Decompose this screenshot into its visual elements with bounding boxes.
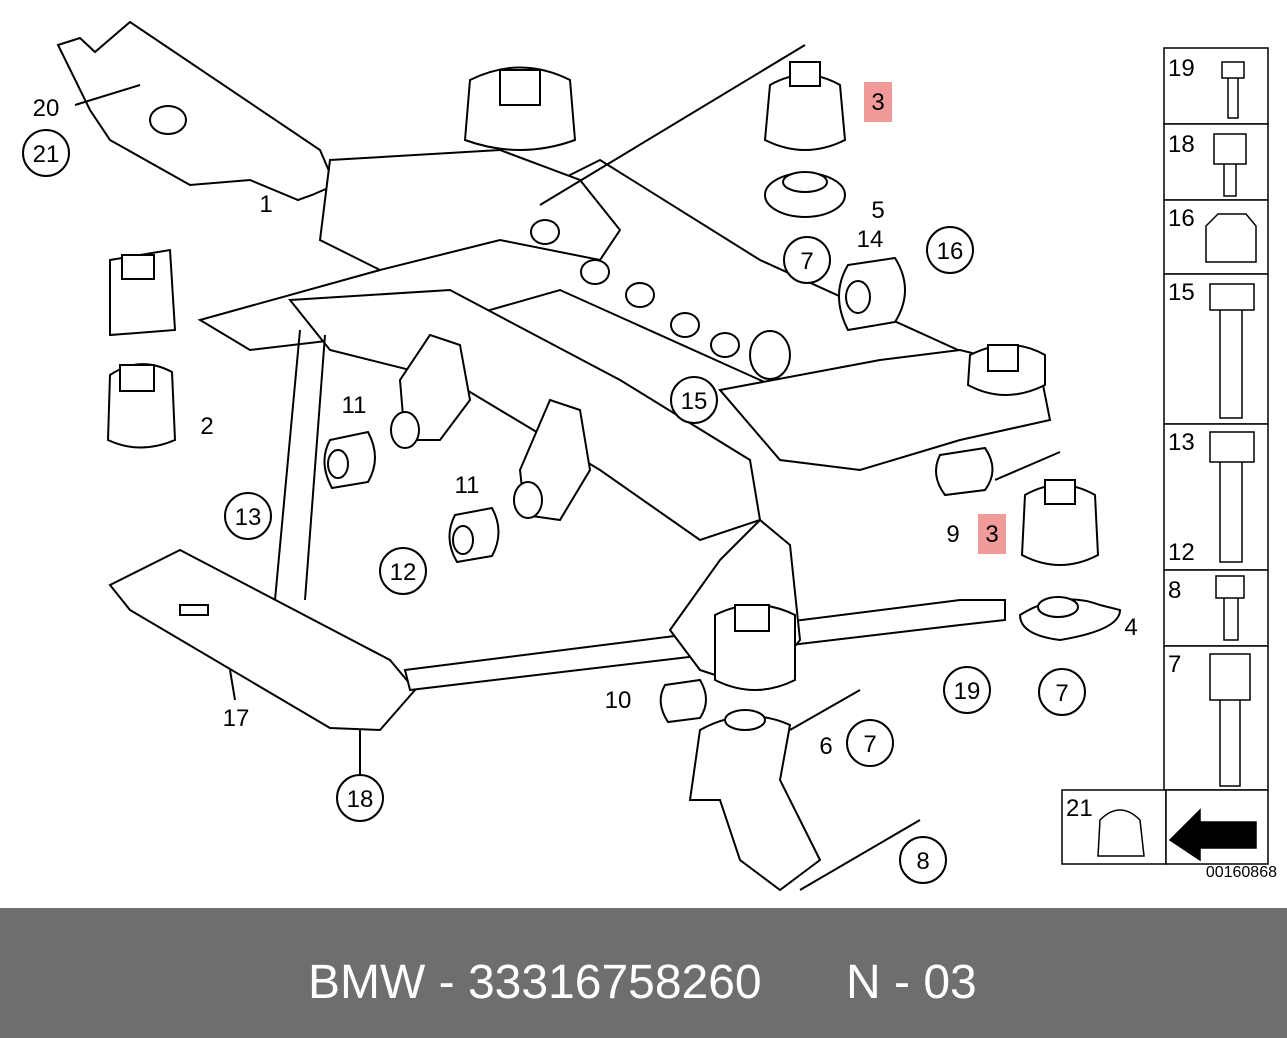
nut-16-icon	[1205, 213, 1257, 263]
callout-3-bottom: 3	[985, 521, 998, 548]
bushing-part-14	[838, 256, 906, 332]
callout-20: 20	[33, 95, 60, 122]
bushing-part-15	[749, 330, 791, 380]
callout-5: 5	[871, 197, 884, 224]
part-suffix-label: N - 03	[846, 956, 977, 1009]
callout-10: 10	[605, 687, 632, 714]
legend-7: 7	[1168, 651, 1181, 678]
legend-8: 8	[1168, 577, 1181, 604]
callout-11-right: 11	[455, 472, 480, 499]
callout-8: 8	[916, 848, 929, 875]
callout-1: 1	[259, 191, 272, 218]
callout-4: 4	[1124, 614, 1137, 641]
exploded-parts-diagram: 20 21 1 2 3 5 7 14 16 15 11 11 13 12 9 3…	[22, 20, 1269, 892]
bolt-18-icon	[1213, 133, 1247, 197]
bushing-part-13	[323, 430, 376, 490]
top-bushing-mount	[463, 66, 577, 151]
footer-bar: BMW - 33316758260 N - 03	[0, 908, 1287, 1038]
callout-3-top: 3	[871, 89, 884, 116]
arrow-icon	[1168, 808, 1257, 862]
callout-16: 16	[937, 238, 964, 265]
highlight-part-3-top	[864, 82, 892, 122]
mount-bracket	[688, 715, 822, 892]
callout-14: 14	[857, 226, 884, 253]
legend-21: 21	[1066, 795, 1093, 822]
cap-21-icon	[1097, 809, 1145, 857]
highlight-part-3-bottom	[978, 514, 1006, 554]
callout-7-top: 7	[800, 248, 813, 275]
callout-21: 21	[33, 141, 60, 168]
legend-16: 16	[1168, 205, 1195, 232]
bolt-13-icon	[1209, 431, 1255, 563]
callout-6: 6	[819, 733, 832, 760]
callout-18: 18	[347, 786, 374, 813]
drawing-number: 00160868	[1205, 864, 1277, 881]
bushing-part-9	[935, 446, 994, 497]
bushing-part-12	[448, 506, 500, 564]
bolt-19-icon	[1221, 61, 1245, 119]
bolt-8-icon	[1215, 575, 1245, 641]
legend-18: 18	[1168, 131, 1195, 158]
bolt-15-icon	[1209, 283, 1255, 419]
legend-15: 15	[1168, 279, 1195, 306]
legend-13: 13	[1168, 429, 1195, 456]
legend-19: 19	[1168, 55, 1195, 82]
callout-12: 12	[390, 559, 417, 586]
callout-19: 19	[954, 678, 981, 705]
callout-9: 9	[946, 521, 959, 548]
callout-7-right: 7	[1055, 680, 1068, 707]
part-number-label: BMW - 33316758260	[308, 956, 762, 1009]
callout-17: 17	[223, 705, 250, 732]
bolt-7-icon	[1209, 653, 1251, 787]
bushing-part-10	[659, 678, 707, 724]
callout-11-left: 11	[342, 392, 367, 419]
heat-shield-part	[56, 20, 337, 202]
legend-12: 12	[1168, 539, 1195, 566]
callout-15: 15	[681, 388, 708, 415]
subframe-rear-beam	[288, 288, 762, 542]
lower-plate-part-17	[108, 548, 417, 732]
callout-7-bottom: 7	[863, 731, 876, 758]
callout-13: 13	[235, 504, 262, 531]
callout-2: 2	[200, 413, 213, 440]
